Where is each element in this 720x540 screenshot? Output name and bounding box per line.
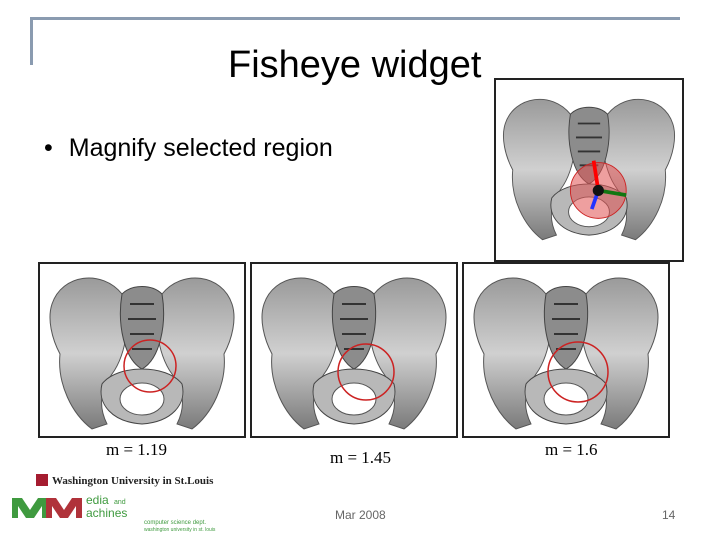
university-logo: Washington University in St.Louis: [36, 472, 236, 488]
3d-axis-widget-icon[interactable]: [590, 160, 627, 210]
fisheye-ring: [123, 339, 177, 393]
caption-m16: m = 1.6: [545, 440, 598, 459]
bullet-text: Magnify selected region: [68, 134, 333, 162]
slide-title: Fisheye widget: [228, 44, 482, 86]
bullet-dot-icon: •: [44, 134, 53, 162]
bullet-item: • Magnify selected region: [44, 134, 333, 163]
pelvis-image-m16: [462, 262, 670, 438]
pelvis-render: [260, 276, 448, 430]
fisheye-ring: [337, 343, 395, 401]
caption-m119: m = 1.19: [106, 440, 168, 459]
fisheye-ring: [547, 341, 609, 403]
frame-left-line: [30, 17, 33, 65]
footer-date: Mar 2008: [335, 508, 386, 522]
dept-line2: washington university in st. louis: [144, 527, 216, 533]
lab-name-line2: achines: [86, 506, 127, 520]
pelvis-render: [502, 98, 676, 241]
university-name: Washington University in St.Louis: [52, 475, 214, 487]
lab-name-and: and: [114, 499, 126, 506]
pelvis-image-with-widget: [494, 78, 684, 262]
lab-name-line1: edia: [86, 493, 109, 507]
frame-top-line: [30, 17, 680, 20]
page-number: 14: [662, 508, 676, 522]
dept-line1: computer science dept.: [144, 520, 206, 526]
pelvis-image-m145: [250, 262, 458, 438]
pelvis-render: [48, 276, 236, 430]
pelvis-image-m119: [38, 262, 246, 438]
caption-m145: m = 1.45: [330, 448, 392, 467]
media-and-machines-logo: edia and achines computer science dept. …: [10, 492, 250, 534]
pelvis-render: [472, 276, 660, 430]
